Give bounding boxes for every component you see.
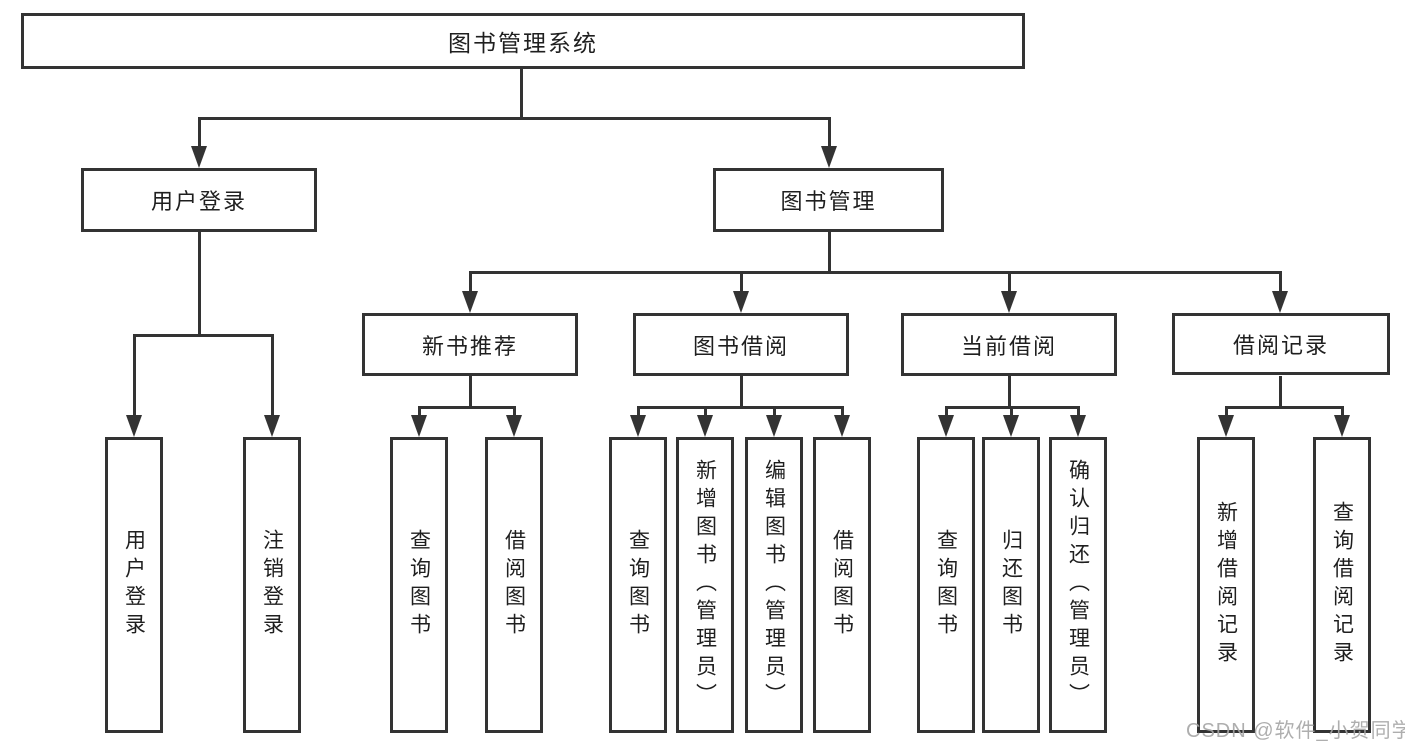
node-label: 归还图书	[999, 529, 1023, 641]
leaf-query-borrow-record: 查询借阅记录	[1313, 437, 1371, 733]
arrow-down-icon	[1003, 415, 1019, 437]
arrow-down-icon	[264, 415, 280, 437]
connector-line	[637, 406, 640, 417]
connector-line	[271, 334, 274, 416]
connector-line	[1341, 406, 1344, 417]
leaf-query-books-recommend: 查询图书	[390, 437, 448, 733]
node-current-borrow: 当前借阅	[901, 313, 1117, 376]
connector-line	[469, 376, 472, 407]
node-borrow-records: 借阅记录	[1172, 313, 1390, 375]
connector-line	[520, 68, 523, 118]
node-label: 编辑图书（管理员）	[762, 459, 786, 711]
node-label: 用户登录	[122, 529, 146, 641]
arrow-down-icon	[834, 415, 850, 437]
node-label: 新书推荐	[421, 333, 518, 359]
node-label: 查询图书	[934, 529, 958, 641]
connector-line	[513, 406, 516, 417]
leaf-logout: 注销登录	[243, 437, 301, 733]
leaf-return-books: 归还图书	[982, 437, 1040, 733]
node-label: 查询图书	[407, 529, 431, 641]
node-label: 用户登录	[150, 189, 247, 214]
connector-line	[1279, 271, 1282, 292]
leaf-query-books-borrow: 查询图书	[609, 437, 667, 733]
connector-line	[841, 406, 844, 417]
node-root-library-system: 图书管理系统	[21, 13, 1025, 69]
node-label: 图书管理	[780, 189, 877, 214]
node-user-login: 用户登录	[81, 168, 317, 232]
connector-line	[637, 406, 844, 409]
connector-line	[1225, 406, 1228, 417]
node-label: 新增图书（管理员）	[693, 459, 717, 711]
arrow-down-icon	[766, 415, 782, 437]
node-label: 新增借阅记录	[1214, 501, 1238, 669]
arrow-down-icon	[1001, 291, 1017, 313]
connector-line	[1279, 376, 1282, 407]
arrow-down-icon	[1272, 291, 1288, 313]
node-book-borrow: 图书借阅	[633, 313, 849, 376]
connector-line	[945, 406, 948, 417]
node-label: 当前借阅	[960, 333, 1057, 359]
connector-line	[469, 271, 472, 292]
node-label: 借阅记录	[1232, 333, 1329, 358]
node-label: 借阅图书	[830, 529, 854, 641]
arrow-down-icon	[126, 415, 142, 437]
connector-line	[198, 232, 201, 336]
arrow-down-icon	[630, 415, 646, 437]
arrow-down-icon	[938, 415, 954, 437]
node-label: 借阅图书	[502, 529, 526, 641]
node-label: 注销登录	[260, 529, 284, 641]
connector-line	[133, 334, 273, 337]
arrow-down-icon	[1218, 415, 1234, 437]
leaf-query-books-current: 查询图书	[917, 437, 975, 733]
node-label: 图书管理系统	[448, 30, 598, 56]
connector-line	[198, 117, 201, 147]
node-label: 查询借阅记录	[1330, 501, 1354, 669]
connector-line	[418, 406, 421, 417]
connector-line	[828, 232, 831, 274]
arrow-down-icon	[733, 291, 749, 313]
connector-line	[773, 406, 776, 417]
connector-line	[740, 271, 743, 292]
connector-line	[469, 271, 1281, 274]
connector-line	[1008, 271, 1011, 292]
connector-line	[1008, 376, 1011, 407]
node-label: 确认归还（管理员）	[1066, 459, 1090, 711]
leaf-borrow-books-recommend: 借阅图书	[485, 437, 543, 733]
connector-line	[1010, 406, 1013, 417]
node-label: 图书借阅	[692, 333, 789, 359]
leaf-add-books-admin: 新增图书（管理员）	[676, 437, 734, 733]
connector-line	[133, 334, 136, 416]
connector-line	[704, 406, 707, 417]
arrow-down-icon	[506, 415, 522, 437]
watermark-text: CSDN @软件_小贺同学	[1186, 720, 1405, 742]
leaf-borrow-books: 借阅图书	[813, 437, 871, 733]
connector-line	[1225, 406, 1344, 409]
connector-line	[828, 117, 831, 147]
connector-line	[1077, 406, 1080, 417]
node-new-book-recommend: 新书推荐	[362, 313, 578, 376]
arrow-down-icon	[1334, 415, 1350, 437]
leaf-user-login: 用户登录	[105, 437, 163, 733]
node-label: 查询图书	[626, 529, 650, 641]
connector-line	[198, 117, 830, 120]
arrow-down-icon	[1070, 415, 1086, 437]
arrow-down-icon	[411, 415, 427, 437]
leaf-add-borrow-record: 新增借阅记录	[1197, 437, 1255, 733]
arrow-down-icon	[697, 415, 713, 437]
node-book-management: 图书管理	[713, 168, 944, 232]
leaf-edit-books-admin: 编辑图书（管理员）	[745, 437, 803, 733]
connector-line	[740, 376, 743, 407]
arrow-down-icon	[821, 146, 837, 168]
arrow-down-icon	[462, 291, 478, 313]
connector-line	[418, 406, 516, 409]
arrow-down-icon	[191, 146, 207, 168]
leaf-confirm-return-admin: 确认归还（管理员）	[1049, 437, 1107, 733]
